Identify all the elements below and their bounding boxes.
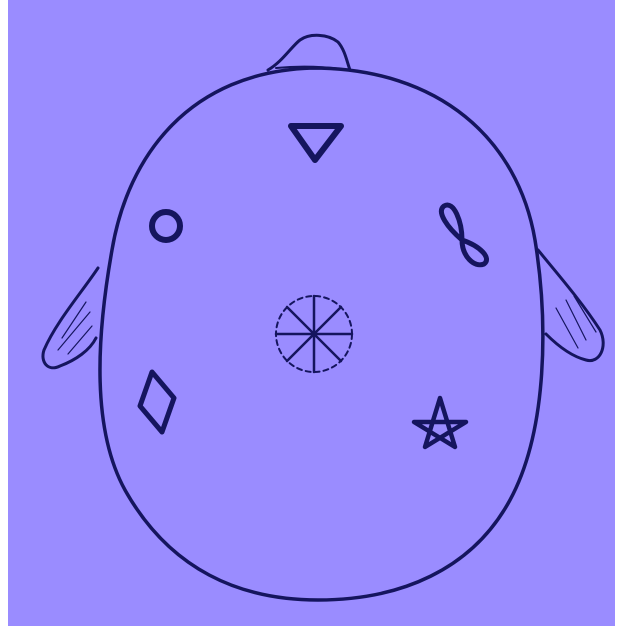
frame-right	[615, 0, 623, 643]
frame-left	[0, 0, 8, 643]
frame-bottom	[0, 626, 623, 643]
eight-spoke-wheel-icon	[276, 296, 352, 372]
